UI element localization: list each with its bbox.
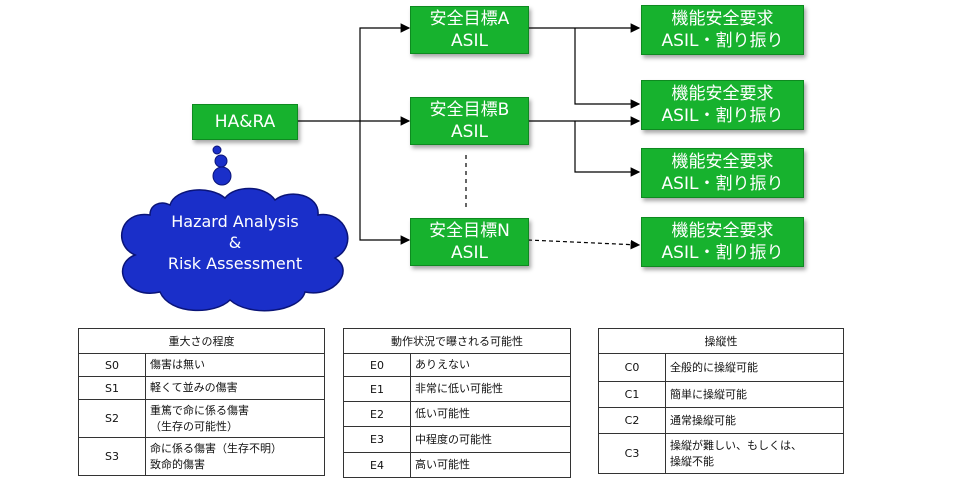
- requirement-3-asil: ASIL・割り振り: [661, 174, 784, 194]
- severity-desc: 重篤で命に係る傷害 （生存の可能性）: [145, 399, 325, 438]
- severity-desc: 軽くて並みの傷害: [145, 376, 325, 400]
- exposure-desc: 中程度の可能性: [410, 426, 571, 453]
- controllability-desc-line: 操縦が難しい、もしくは、: [670, 438, 802, 452]
- requirement-box-3: 機能安全要求 ASIL・割り振り: [641, 148, 804, 198]
- severity-code: S1: [78, 376, 146, 400]
- exposure-code: E4: [343, 452, 411, 478]
- goal-b-asil: ASIL: [451, 122, 488, 142]
- exposure-desc-line: 中程度の可能性: [415, 432, 492, 446]
- cloud-label: Hazard Analysis & Risk Assessment: [120, 211, 350, 274]
- exposure-desc: 非常に低い可能性: [410, 376, 571, 402]
- controllability-desc-line: 通常操縦可能: [670, 413, 736, 427]
- exposure-desc-line: 高い可能性: [415, 458, 470, 471]
- goal-n-title: 安全目標N: [429, 221, 510, 241]
- table-row: E4 高い可能性: [343, 452, 571, 478]
- root-box: HA&RA: [192, 104, 298, 140]
- goal-n-asil: ASIL: [451, 243, 488, 263]
- connector-goal-n-dashed: [527, 239, 641, 250]
- severity-code: S3: [78, 437, 146, 476]
- exposure-code: E0: [343, 353, 411, 377]
- goal-b-title: 安全目標B: [429, 100, 510, 120]
- controllability-desc: 操縦が難しい、もしくは、 操縦不能: [665, 433, 844, 474]
- table-row: C0 全般的に操縦可能: [598, 353, 844, 382]
- exposure-desc-line: ありえない: [415, 358, 470, 371]
- exposure-desc-line: 非常に低い可能性: [415, 382, 503, 395]
- goal-a-asil: ASIL: [451, 31, 488, 51]
- goal-box-b: 安全目標B ASIL: [410, 97, 529, 145]
- controllability-desc-line: 簡単に操縦可能: [670, 387, 747, 401]
- connector-goal-a: [528, 23, 641, 109]
- thought-bubbles: [212, 145, 232, 186]
- controllability-desc-line: 操縦不能: [670, 454, 714, 468]
- table-row: C2 通常操縦可能: [598, 407, 844, 434]
- table-row: E3 中程度の可能性: [343, 426, 571, 453]
- requirement-box-4: 機能安全要求 ASIL・割り振り: [641, 217, 804, 267]
- requirement-4-title: 機能安全要求: [671, 221, 774, 241]
- cloud-line-2: &: [228, 233, 242, 252]
- controllability-desc: 全般的に操縦可能: [665, 353, 844, 382]
- table-row: C1 簡単に操縦可能: [598, 381, 844, 408]
- controllability-code: C2: [598, 407, 666, 434]
- severity-desc-line: （生存の可能性）: [150, 419, 238, 433]
- requirement-box-1: 機能安全要求 ASIL・割り振り: [641, 5, 804, 55]
- requirement-4-asil: ASIL・割り振り: [661, 243, 784, 263]
- severity-desc: 命に係る傷害（生存不明） 致命的傷害: [145, 437, 325, 476]
- connector-root-goals: [297, 23, 411, 245]
- table-row: C3 操縦が難しい、もしくは、 操縦不能: [598, 433, 844, 474]
- cloud-line-3: Risk Assessment: [167, 254, 303, 273]
- connector-goal-b: [528, 116, 641, 177]
- controllability-desc-line: 全般的に操縦可能: [670, 360, 758, 374]
- severity-desc-line: 重篤で命に係る傷害: [150, 403, 249, 417]
- controllability-code: C0: [598, 353, 666, 382]
- goal-a-title: 安全目標A: [429, 9, 510, 29]
- cloud-shape: [120, 187, 349, 312]
- severity-desc-line: 致命的傷害: [150, 457, 205, 471]
- controllability-desc: 通常操縦可能: [665, 407, 844, 434]
- table-row: S1 軽くて並みの傷害: [78, 376, 325, 400]
- controllability-table: 操縦性 C0 全般的に操縦可能 C1 簡単に操縦可能 C2 通常操縦可能 C3 …: [598, 328, 844, 474]
- table-row: E2 低い可能性: [343, 401, 571, 427]
- requirement-1-asil: ASIL・割り振り: [661, 31, 784, 51]
- controllability-header: 操縦性: [598, 328, 844, 354]
- exposure-desc-line: 低い可能性: [415, 407, 470, 420]
- exposure-code: E2: [343, 401, 411, 427]
- requirement-2-asil: ASIL・割り振り: [661, 106, 784, 126]
- requirement-box-2: 機能安全要求 ASIL・割り振り: [641, 80, 804, 130]
- controllability-desc: 簡単に操縦可能: [665, 381, 844, 408]
- exposure-desc: 高い可能性: [410, 452, 571, 478]
- controllability-code: C1: [598, 381, 666, 408]
- table-row: S3 命に係る傷害（生存不明） 致命的傷害: [78, 437, 325, 476]
- severity-desc-line: 軽くて並みの傷害: [150, 381, 238, 394]
- controllability-code: C3: [598, 433, 666, 474]
- severity-header: 重大さの程度: [78, 328, 325, 354]
- severity-desc-line: 命に係る傷害（生存不明）: [150, 441, 282, 455]
- goal-box-a: 安全目標A ASIL: [410, 6, 529, 54]
- severity-desc-line: 傷害は無い: [150, 358, 205, 371]
- requirement-2-title: 機能安全要求: [671, 84, 774, 104]
- exposure-code: E3: [343, 426, 411, 453]
- exposure-desc: 低い可能性: [410, 401, 571, 427]
- exposure-desc: ありえない: [410, 353, 571, 377]
- table-row: E1 非常に低い可能性: [343, 376, 571, 402]
- root-label: HA&RA: [214, 112, 276, 132]
- table-row: S2 重篤で命に係る傷害 （生存の可能性）: [78, 399, 325, 438]
- severity-code: S0: [78, 353, 146, 377]
- requirement-3-title: 機能安全要求: [671, 152, 774, 172]
- requirement-1-title: 機能安全要求: [671, 9, 774, 29]
- exposure-code: E1: [343, 376, 411, 402]
- severity-table: 重大さの程度 S0 傷害は無い S1 軽くて並みの傷害 S2 重篤で命に係る傷害…: [78, 328, 325, 476]
- exposure-header: 動作状況で曝される可能性: [343, 328, 571, 354]
- cloud-line-1: Hazard Analysis: [171, 212, 299, 231]
- exposure-table: 動作状況で曝される可能性 E0 ありえない E1 非常に低い可能性 E2 低い可…: [343, 328, 571, 478]
- table-row: S0 傷害は無い: [78, 353, 325, 377]
- severity-desc: 傷害は無い: [145, 353, 325, 377]
- severity-code: S2: [78, 399, 146, 438]
- table-row: E0 ありえない: [343, 353, 571, 377]
- goal-box-n: 安全目標N ASIL: [410, 218, 529, 266]
